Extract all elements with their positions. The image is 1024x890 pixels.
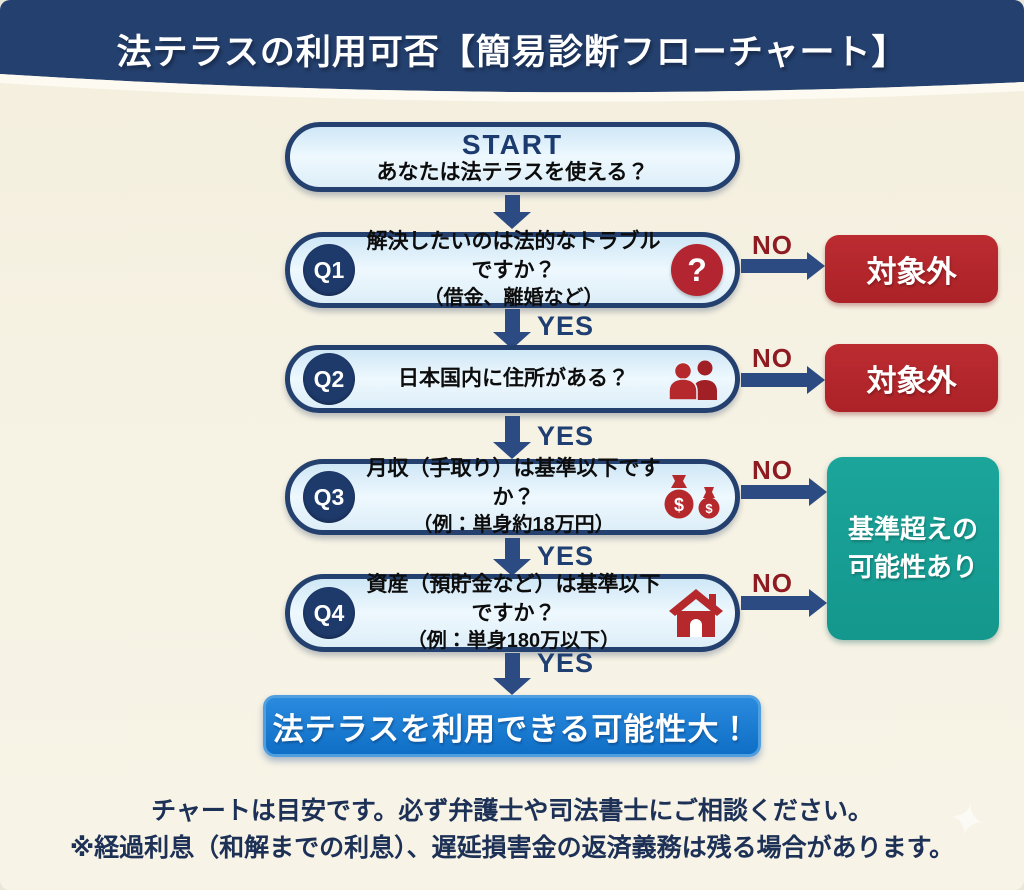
q4-badge: Q4	[303, 587, 355, 639]
arrow-head	[493, 559, 531, 576]
arrow-shaft	[504, 416, 520, 442]
arrow-q1-to-q2	[493, 309, 531, 349]
q1-example: （借金、離婚など）	[423, 286, 604, 309]
over-threshold-line1: 基準超えの	[847, 513, 978, 544]
q3-yes-label: YES	[537, 541, 595, 571]
q1-node: Q1 解決したいのは法的なトラブルですか？ （借金、離婚など） ?	[285, 230, 740, 309]
q1-badge-label: Q1	[313, 256, 345, 283]
arrow-head	[809, 478, 827, 506]
start-label: START	[461, 128, 564, 160]
header-band	[0, 0, 1024, 102]
q2-badge-label: Q2	[313, 365, 345, 392]
question-mark-icon: ?	[671, 244, 723, 296]
q3-badge: Q3	[303, 471, 355, 523]
q3-example: （例：単身約18万円）	[412, 513, 615, 536]
q2-no-label: NO	[752, 343, 793, 373]
house-icon	[669, 589, 723, 637]
start-question: あなたは法テラスを使える？	[376, 161, 649, 185]
q2-no-arrow	[741, 366, 825, 394]
over-threshold-line2: 可能性あり	[847, 551, 978, 582]
q4-yes-label: YES	[537, 648, 595, 678]
arrow-start-to-q1	[493, 195, 531, 229]
q1-yes-label: YES	[537, 311, 595, 341]
arrow-shaft	[504, 309, 520, 332]
arrow-head	[493, 678, 531, 695]
arrow-shaft	[741, 596, 809, 610]
money-bags-icon: $ $	[661, 474, 723, 520]
start-node: START あなたは法テラスを使える？	[285, 122, 740, 192]
q4-node: Q4 資産（預貯金など）は基準以下ですか？ （例：単身180万以下）	[285, 571, 740, 655]
arrow-shaft	[504, 538, 520, 559]
q4-badge-label: Q4	[313, 599, 345, 626]
q2-question: 日本国内に住所がある？	[398, 366, 629, 390]
q2-excluded-box: 対象外	[825, 344, 998, 412]
q3-question: 月収（手取り）は基準以下ですか？	[366, 457, 661, 509]
q1-text: 解決したいのは法的なトラブルですか？ （借金、離婚など）	[290, 228, 735, 312]
q3-no-arrow	[741, 478, 827, 506]
svg-text:$: $	[705, 501, 713, 516]
arrow-shaft	[741, 373, 807, 387]
arrow-head	[807, 366, 825, 394]
q4-no-label: NO	[752, 568, 793, 598]
arrow-head	[807, 252, 825, 280]
arrow-shaft	[504, 195, 520, 212]
arrow-q4-to-result	[493, 653, 531, 695]
arrow-head	[493, 212, 531, 229]
svg-text:$: $	[674, 495, 684, 515]
footer-note-1: チャートは目安です。必ず弁護士や司法書士にご相談ください。	[151, 797, 873, 825]
q4-text: 資産（預貯金など）は基準以下ですか？ （例：単身180万以下）	[290, 571, 735, 655]
arrow-head	[493, 442, 531, 459]
q2-node: Q2 日本国内に住所がある？	[285, 345, 740, 413]
q3-no-label: NO	[752, 455, 793, 485]
q1-no-label: NO	[752, 230, 793, 260]
q2-badge: Q2	[303, 353, 355, 405]
q1-badge: Q1	[303, 244, 355, 296]
over-threshold-box: 基準超えの 可能性あり	[827, 457, 999, 640]
q2-yes-label: YES	[537, 421, 595, 451]
arrow-shaft	[741, 259, 807, 273]
success-box: 法テラスを利用できる可能性大！	[263, 695, 761, 757]
q4-no-arrow	[741, 589, 827, 617]
q3-node: Q3 月収（手取り）は基準以下ですか？ （例：単身約18万円） $ $	[285, 457, 740, 536]
q2-text: 日本国内に住所がある？	[290, 365, 735, 393]
footer-note-2: ※経過利息（和解までの利息）、遅延損害金の返済義務は残る場合があります。	[69, 834, 955, 862]
q1-no-arrow	[741, 252, 825, 280]
arrow-head	[809, 589, 827, 617]
q4-question: 資産（預貯金など）は基準以下ですか？	[366, 573, 661, 625]
arrow-shaft	[504, 653, 520, 678]
arrow-shaft	[741, 485, 809, 499]
q1-question: 解決したいのは法的なトラブルですか？	[366, 230, 661, 282]
arrow-head	[493, 332, 531, 349]
q3-badge-label: Q3	[313, 483, 345, 510]
people-icon	[665, 358, 723, 401]
arrow-q2-to-q3	[493, 416, 531, 459]
page-title: 法テラスの利用可否【簡易診断フローチャート】	[116, 33, 908, 72]
q3-text: 月収（手取り）は基準以下ですか？ （例：単身約18万円）	[290, 455, 735, 539]
arrow-q3-to-q4	[493, 538, 531, 576]
q1-excluded-box: 対象外	[825, 235, 998, 303]
q4-example: （例：単身180万以下）	[406, 629, 621, 652]
